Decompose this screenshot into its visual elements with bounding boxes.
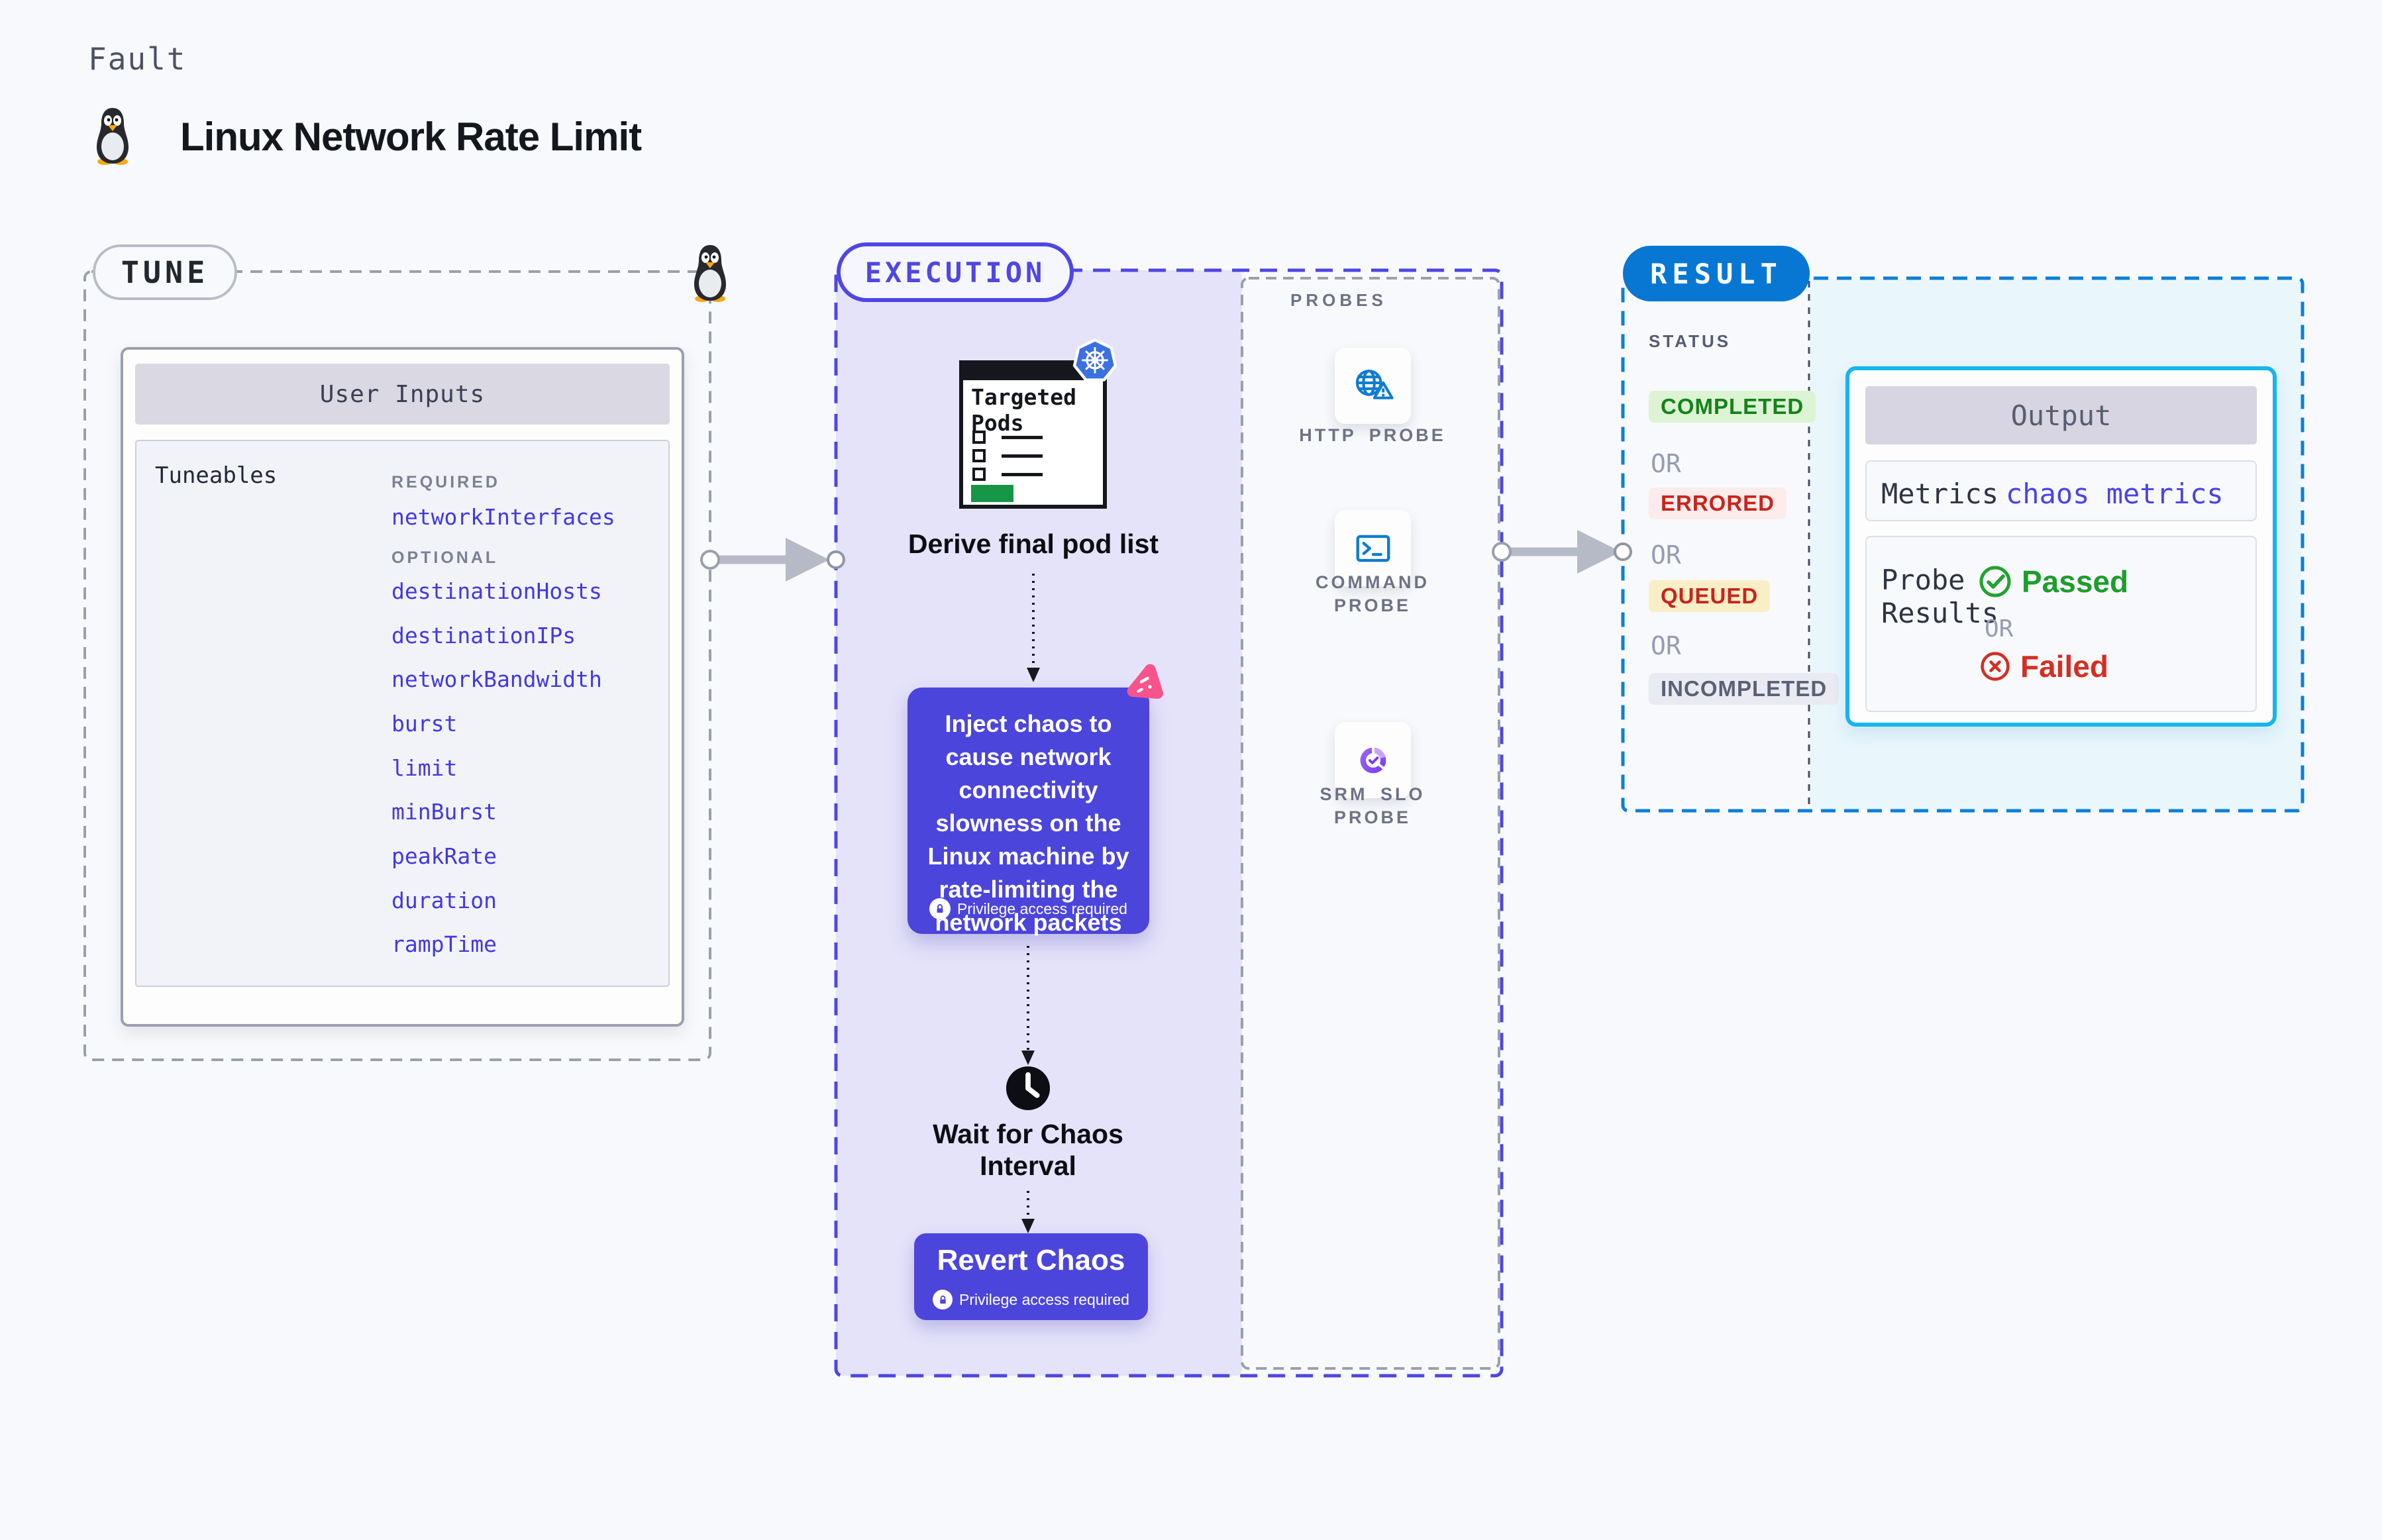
or-separator: OR: [1651, 540, 1681, 570]
pod-list-row: [972, 468, 1045, 481]
lock-icon: [933, 1290, 953, 1309]
or-separator: OR: [1651, 631, 1681, 660]
privilege-access-row: Privilege access required: [914, 1290, 1148, 1309]
or-separator: OR: [1651, 449, 1681, 478]
result-badge: RESULT: [1623, 246, 1810, 301]
globe-alert-icon: [1355, 369, 1394, 399]
http-probe-label: HTTP PROBE: [1299, 425, 1446, 445]
page-title: Linux Network Rate Limit: [180, 115, 642, 159]
tuneables-label: Tuneables: [155, 462, 278, 489]
privilege-access-label: Privilege access required: [957, 899, 1127, 917]
pods-doc-title: Targeted Pods: [971, 384, 1076, 436]
param-destinationHosts[interactable]: destinationHosts: [391, 578, 602, 604]
probe-results-row: Probe Results Passed OR Failed: [1865, 536, 2257, 712]
srm-slo-probe-label: SRM SLO PROBE: [1320, 784, 1425, 827]
status-badge-queued: QUEUED: [1649, 580, 1771, 612]
clock-icon: [1006, 1066, 1051, 1111]
probes-section-title: PROBES: [1290, 290, 1387, 310]
param-networkBandwidth[interactable]: networkBandwidth: [391, 666, 602, 692]
failed-result: Failed: [1979, 648, 2108, 684]
metrics-label: Metrics: [1881, 478, 1999, 510]
kubernetes-icon: [1072, 338, 1117, 382]
privilege-access-label: Privilege access required: [959, 1290, 1129, 1308]
command-probe-label: COMMAND PROBE: [1316, 572, 1429, 615]
x-circle-icon: [1981, 652, 2010, 681]
tux-penguin-icon: [97, 108, 129, 165]
derive-pod-list-label: Derive final pod list: [907, 529, 1159, 559]
optional-section-label: OPTIONAL: [391, 548, 499, 567]
http-probe-card: [1335, 348, 1411, 424]
step-arrow-lines: [1027, 574, 1035, 1219]
revert-chaos-step: Revert Chaos Privilege access required: [914, 1233, 1148, 1320]
fault-kicker: Fault: [88, 41, 187, 77]
param-burst[interactable]: burst: [391, 711, 458, 737]
pod-list-row: [972, 431, 1045, 444]
output-card: Output Metrics chaos metrics Probe Resul…: [1845, 366, 2277, 727]
tune-badge: TUNE: [93, 244, 237, 300]
tux-penguin-corner-icon: [694, 245, 726, 302]
tuneables-panel: Tuneables REQUIRED networkInterfaces OPT…: [135, 440, 670, 987]
step-arrow-heads: [1021, 668, 1040, 1233]
flow-arrow-tune-to-execution: [700, 538, 845, 582]
inject-chaos-description: Inject chaos to cause network connectivi…: [927, 710, 1129, 936]
param-rampTime[interactable]: rampTime: [391, 931, 497, 957]
tune-box-outline: [83, 270, 711, 1061]
param-limit[interactable]: limit: [391, 755, 458, 781]
param-destinationIPs[interactable]: destinationIPs: [391, 623, 576, 648]
or-separator: OR: [1985, 615, 2014, 642]
revert-chaos-label: Revert Chaos: [937, 1244, 1125, 1276]
probes-box-outline: [1241, 277, 1500, 1370]
status-badge-errored: ERRORED: [1649, 488, 1787, 519]
slo-pie-icon: [1360, 747, 1386, 773]
check-circle-icon: [1979, 566, 2011, 597]
pods-doc-green-bar: [971, 485, 1013, 502]
param-duration[interactable]: duration: [391, 888, 497, 913]
status-badge-completed: COMPLETED: [1649, 391, 1816, 423]
chaos-fault-icon: [1127, 664, 1163, 699]
wait-for-chaos-label: Wait for Chaos Interval: [933, 1119, 1123, 1181]
user-inputs-title: User Inputs: [135, 364, 670, 425]
param-peakRate[interactable]: peakRate: [391, 843, 497, 869]
inject-chaos-step: Inject chaos to cause network connectivi…: [907, 688, 1149, 936]
execution-box-outline: [834, 268, 1504, 1378]
output-title: Output: [1865, 386, 2257, 444]
metrics-value-link[interactable]: chaos metrics: [2006, 478, 2224, 510]
status-badge-incompleted: INCOMPLETED: [1649, 673, 1839, 705]
param-minBurst[interactable]: minBurst: [391, 799, 497, 825]
privilege-access-row: Privilege access required: [907, 898, 1149, 919]
passed-label: Passed: [2022, 564, 2129, 599]
terminal-icon: [1356, 535, 1390, 562]
failed-label: Failed: [2020, 649, 2108, 684]
flow-arrow-execution-to-result: [1492, 530, 1632, 574]
command-probe-card: [1335, 510, 1411, 586]
status-section-label: STATUS: [1649, 331, 1732, 351]
user-inputs-card: User Inputs Tuneables REQUIRED networkIn…: [121, 347, 684, 1027]
srm-slo-probe-card: [1335, 722, 1411, 798]
passed-result: Passed: [1978, 564, 2128, 599]
pod-list-row: [972, 449, 1045, 462]
param-networkInterfaces[interactable]: networkInterfaces: [391, 504, 615, 530]
required-section-label: REQUIRED: [391, 473, 500, 491]
execution-badge: EXECUTION: [837, 242, 1074, 302]
probe-results-label: Probe Results: [1881, 564, 1999, 629]
lock-icon: [929, 898, 951, 919]
metrics-row: Metrics chaos metrics: [1865, 460, 2257, 521]
